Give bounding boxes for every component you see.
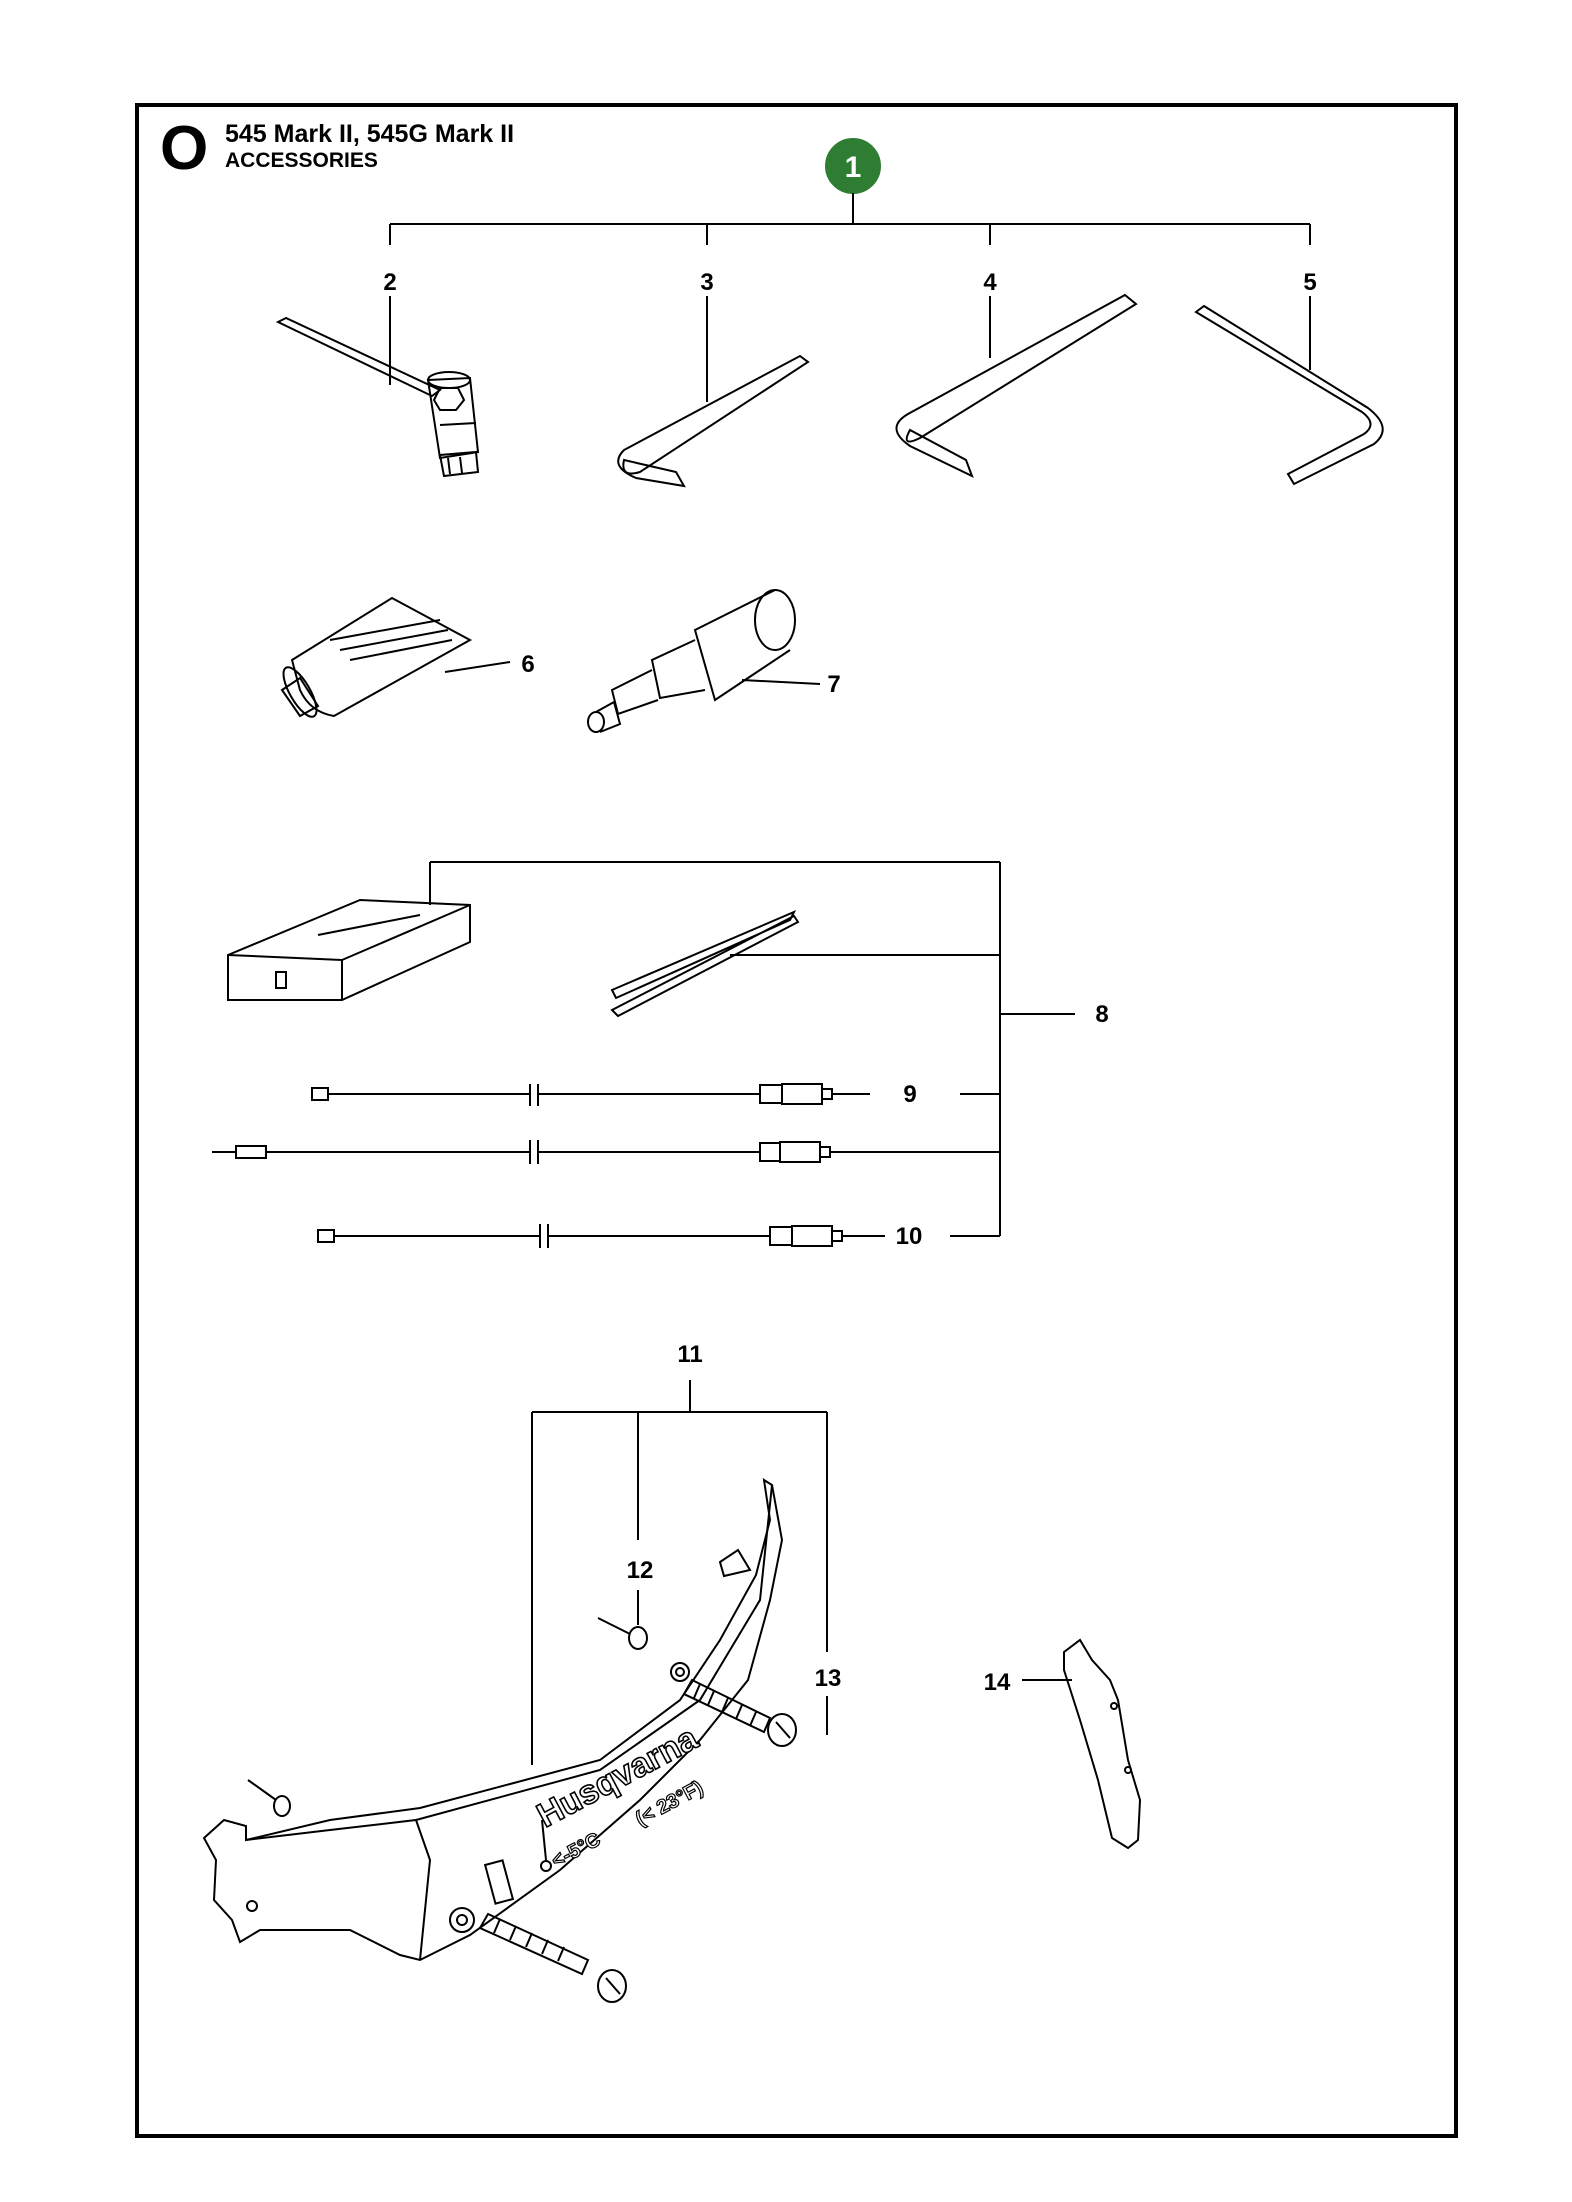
cable-b-drawing <box>212 1140 831 1164</box>
page-subtitle: ACCESSORIES <box>225 149 378 172</box>
guard-temp-c-text: <-5°C <box>548 1829 604 1873</box>
callout-13[interactable]: 13 <box>815 1665 842 1692</box>
o-ring-drawing <box>273 1795 291 1817</box>
winter-guard-drawing <box>202 1478 784 1962</box>
callout-7[interactable]: 7 <box>827 671 840 698</box>
callout-4[interactable]: 4 <box>983 269 997 296</box>
callout-8[interactable]: 8 <box>1095 1001 1108 1028</box>
cable-a-drawing <box>311 1083 833 1106</box>
callout-2[interactable]: 2 <box>383 269 396 296</box>
diagnostic-box-drawing <box>227 898 471 1001</box>
starter-tool-drawing <box>587 589 796 733</box>
cable-c-drawing <box>317 1224 843 1248</box>
leader-line <box>247 1779 277 1801</box>
spark-plug-wrench-drawing <box>275 316 480 478</box>
tweezers-drawing <box>610 910 800 1018</box>
grease-tube-drawing <box>280 596 473 718</box>
page-title: 545 Mark II, 545G Mark II <box>225 120 515 148</box>
hex-key-large-drawing <box>895 293 1138 478</box>
o-ring-drawing <box>628 1626 648 1650</box>
callout-10[interactable]: 10 <box>896 1223 923 1250</box>
bracket-plate-drawing <box>1063 1638 1142 1850</box>
screw-drawing <box>682 1678 797 1747</box>
callout-5[interactable]: 5 <box>1303 269 1316 296</box>
torx-key-drawing <box>1194 304 1384 486</box>
callout-3[interactable]: 3 <box>700 269 713 296</box>
section-letter: O <box>160 114 209 183</box>
leader-line <box>741 679 821 685</box>
leader-line <box>597 1617 631 1635</box>
guard-brand-text: Husqvarna <box>531 1719 705 1836</box>
callout-12[interactable]: 12 <box>627 1557 654 1584</box>
callout-14[interactable]: 14 <box>984 1669 1011 1696</box>
diagram-frame <box>135 103 1458 2138</box>
callout-6[interactable]: 6 <box>521 651 534 678</box>
leader-line <box>444 661 511 673</box>
screw-drawing <box>478 1912 627 2003</box>
hex-key-small-drawing <box>617 354 810 488</box>
callout-9[interactable]: 9 <box>903 1081 916 1108</box>
callout-11[interactable]: 11 <box>677 1341 702 1368</box>
badge-number: 1 <box>845 151 862 184</box>
